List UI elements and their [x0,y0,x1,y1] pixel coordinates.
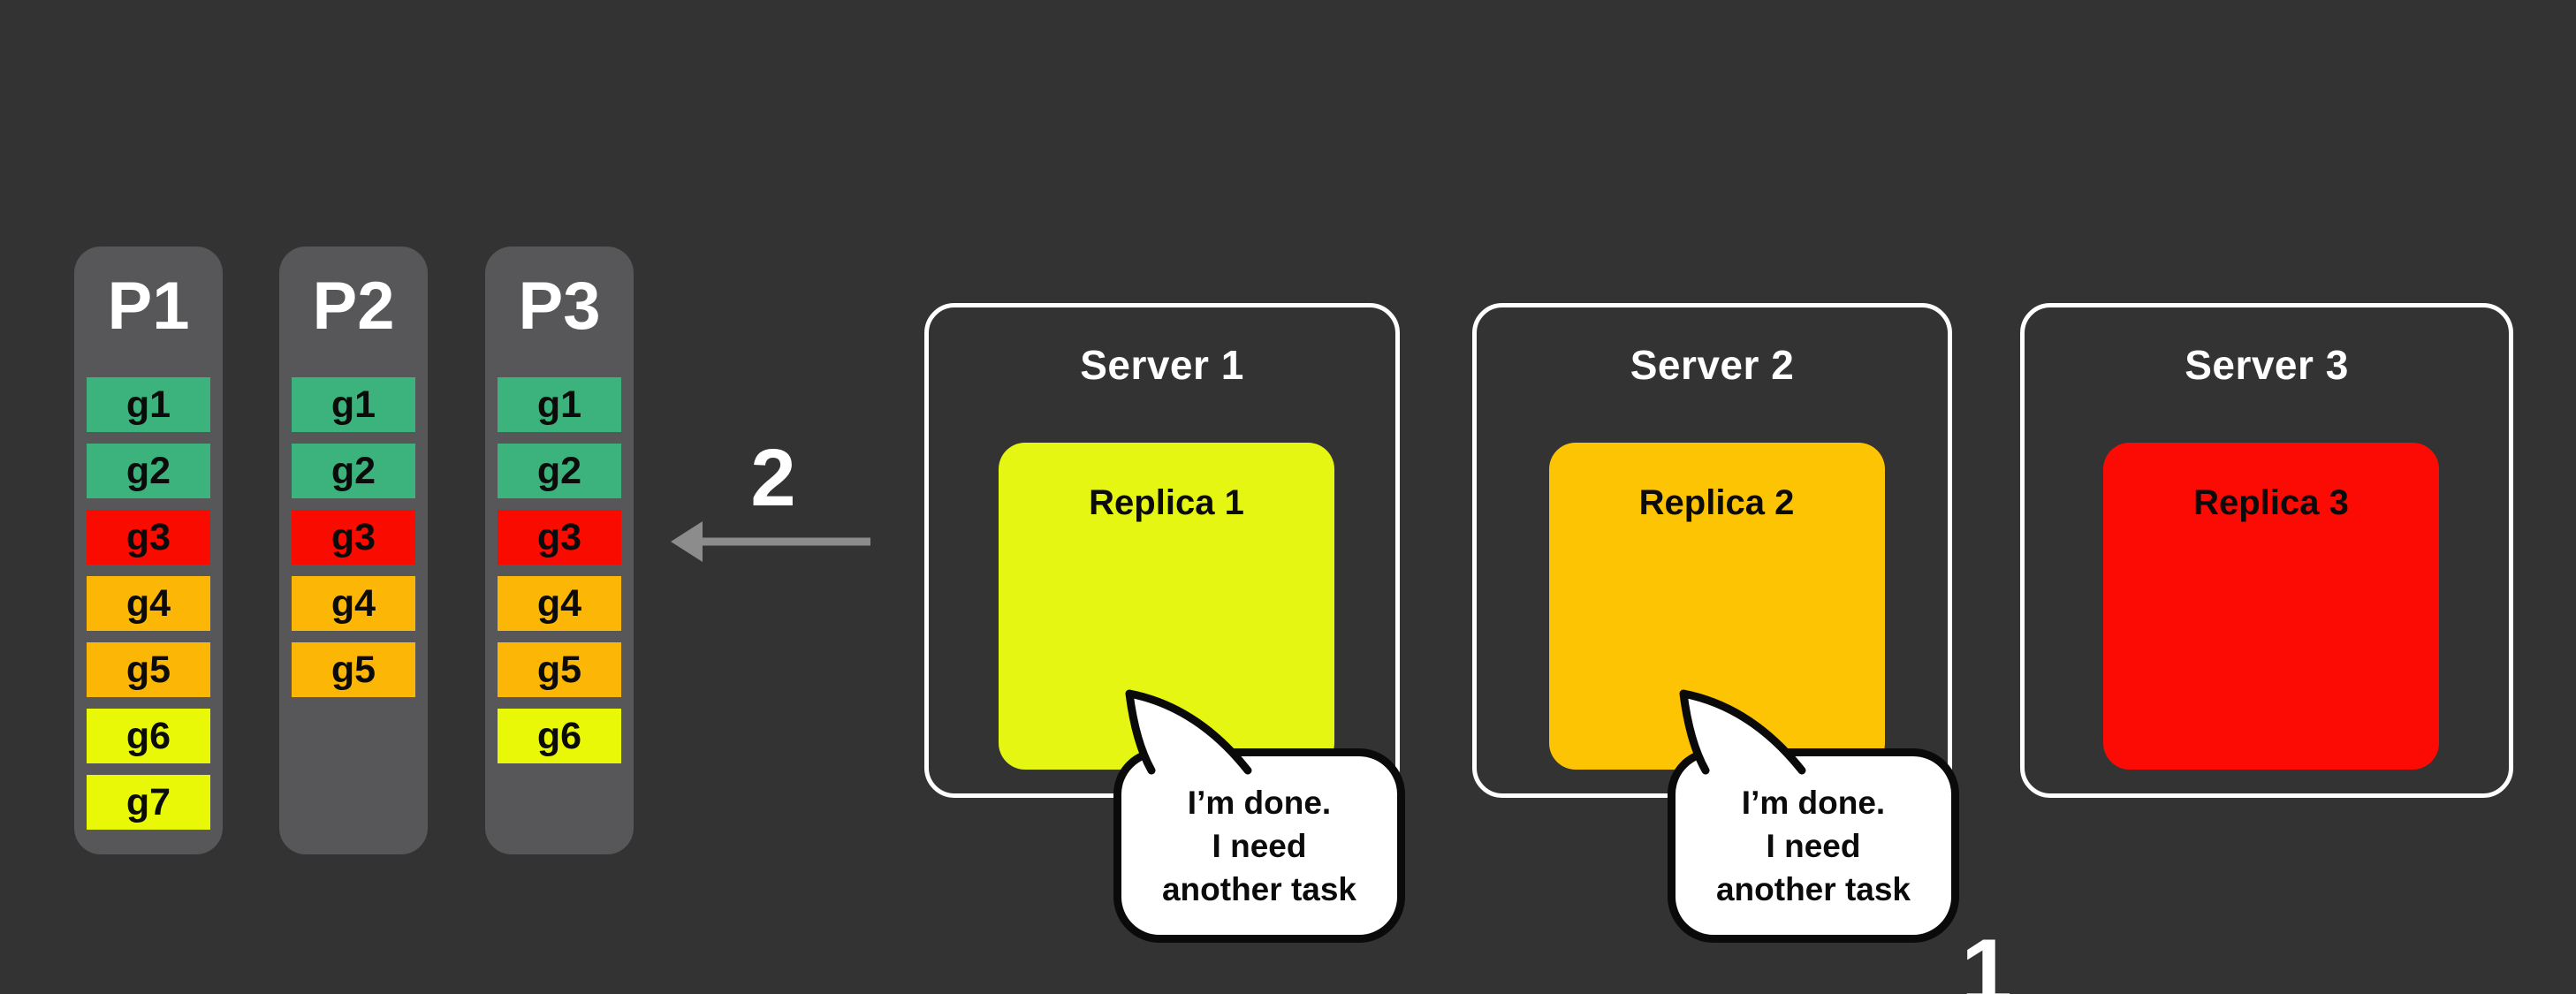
server-box-1: Server 1 Replica 1 [924,303,1400,798]
server-title: Server 3 [2185,342,2349,388]
bubble-line: another task [1715,870,1911,907]
task-cell: g4 [292,576,415,631]
partition-column-p1: P1 g1 g2 g3 g4 g5 g6 g7 [74,247,223,854]
partition-title: P1 [107,269,190,344]
bubble-line: another task [1161,870,1356,907]
replica-box: Replica 1 [999,443,1334,770]
partition-column-p2: P2 g1 g2 g3 g4 g5 [279,247,428,854]
speech-bubble: I’m done. I need another task [1668,748,1959,943]
task-cell: g5 [87,642,210,697]
partition-column-p3: P3 g1 g2 g3 g4 g5 g6 [485,247,634,854]
task-cell: g3 [292,510,415,565]
task-cell: g1 [87,377,210,432]
speech-bubble: I’m done. I need another task [1113,748,1405,943]
task-cell: g5 [498,642,621,697]
left-arrow-icon [671,521,870,562]
server-title: Server 2 [1630,342,1795,388]
step-2-label: 2 [750,433,796,523]
step-1-label: 1 [1961,921,2012,994]
task-cell: g5 [292,642,415,697]
replica-box: Replica 2 [1548,443,1885,770]
task-cell: g3 [87,510,210,565]
server-box-2: Server 2 Replica 2 [1472,303,1952,798]
bubble-line: I’m done. [1741,784,1886,821]
replica-label: Replica 2 [1638,483,1795,522]
task-cell: g2 [292,444,415,498]
task-list: g1 g2 g3 g4 g5 [279,377,428,697]
partition-title: P2 [312,269,395,344]
task-cell: g4 [87,576,210,631]
task-cell: g6 [87,709,210,763]
bubble-line: I need [1766,827,1861,864]
bubble-line: I’m done. [1187,784,1332,821]
replica-label: Replica 1 [1089,483,1244,522]
task-cell: g2 [498,444,621,498]
partition-title: P3 [518,269,601,344]
server-box-3: Server 3 Replica 3 [2020,303,2513,798]
task-cell: g1 [292,377,415,432]
arrow-head [671,521,703,562]
task-cell: g1 [498,377,621,432]
task-cell: g6 [498,709,621,763]
replica-label: Replica 3 [2193,483,2349,522]
step-2-annotation: 2 [658,433,888,562]
task-list: g1 g2 g3 g4 g5 g6 [485,377,634,763]
task-list: g1 g2 g3 g4 g5 g6 g7 [74,377,223,830]
task-cell: g2 [87,444,210,498]
replica-box: Replica 3 [2103,443,2439,770]
server-title: Server 1 [1080,342,1244,388]
task-cell: g7 [87,775,210,830]
task-cell: g3 [498,510,621,565]
task-cell: g4 [498,576,621,631]
bubble-line: I need [1212,827,1307,864]
